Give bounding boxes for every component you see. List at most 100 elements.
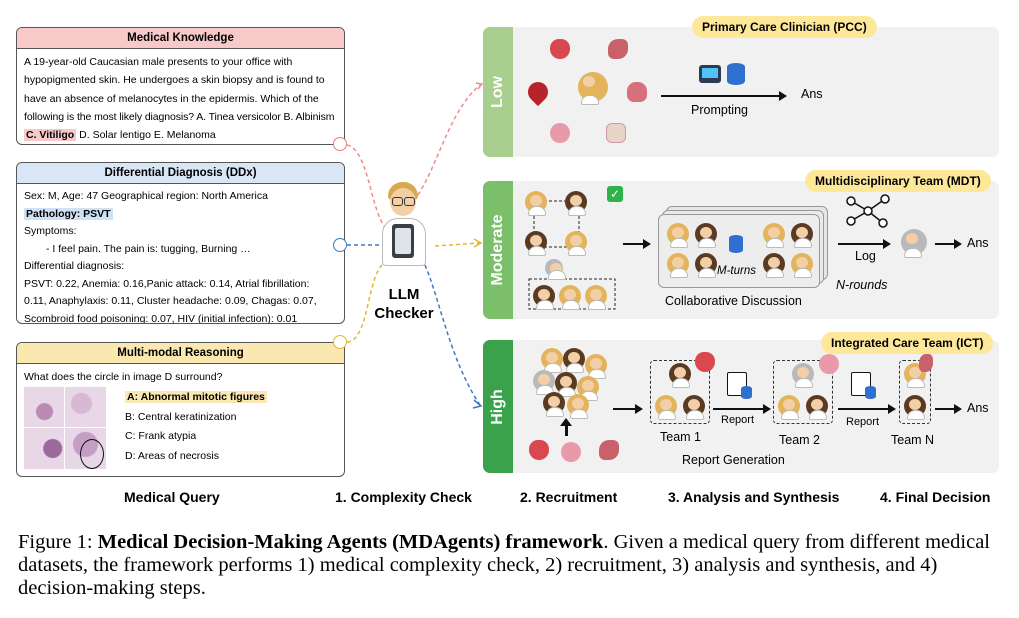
database-icon	[727, 63, 745, 85]
mm-option-answer: A: Abnormal mitotic figures	[125, 391, 267, 403]
ddx-line: Symptoms:	[24, 225, 77, 237]
doctor-icon	[667, 253, 689, 278]
mod-ans-arrow	[935, 243, 957, 245]
recruit-arrowhead	[643, 239, 651, 249]
ddx-line: Scombroid food poisoning: 0.07, HIV (ini…	[24, 312, 298, 324]
doctor-icon	[683, 395, 705, 420]
team-arrow	[613, 408, 637, 410]
ddx-line: Differential diagnosis:	[24, 260, 125, 272]
teamN-box	[899, 360, 931, 424]
histology-image	[24, 387, 106, 469]
up-arrowhead	[560, 418, 572, 426]
doctor-icon	[543, 392, 565, 417]
ddx-line: 0.11, Anaphylaxis: 0.11, Cluster headach…	[24, 295, 317, 307]
doctor-icon	[667, 223, 689, 248]
mk-line: A 19-year-old Caucasian male presents to…	[24, 56, 293, 68]
pcc-badge: Primary Care Clinician (PCC)	[692, 16, 877, 38]
report2-label: Report	[846, 416, 880, 428]
low-label-bar: Low	[483, 27, 513, 157]
caption-prefix: Figure 1:	[18, 531, 98, 553]
high-ans-arrowhead	[954, 404, 962, 414]
moderate-panel: Moderate Multidisciplinary Team (MDT) ✓ …	[483, 170, 999, 319]
step-complexity-check: 1. Complexity Check	[335, 489, 472, 505]
kidney-icon	[599, 440, 619, 460]
doctor-icon	[669, 363, 691, 388]
report2-arrow	[838, 408, 890, 410]
log-arrow	[838, 243, 886, 245]
ddx-line: Sex: M, Age: 47 Geographical region: Nor…	[24, 190, 268, 202]
mk-answer: C. Vitiligo	[24, 129, 77, 142]
mm-option: A: Abnormal mitotic figures	[125, 388, 267, 408]
caption-rest: . Given a medical query from different m…	[18, 531, 990, 599]
team1-label: Team 1	[660, 430, 701, 444]
flow-connectors	[346, 82, 484, 409]
mm-option: B: Central keratinization	[125, 410, 237, 423]
mk-line: have an absence of melanocytes in the ep…	[24, 92, 319, 105]
llm-checker-label: LLM Checker	[370, 285, 438, 323]
ddx-title: Differential Diagnosis (DDx)	[17, 163, 344, 184]
ddx-line: Pathology: PSVT	[24, 206, 337, 224]
doctor-icon	[806, 395, 828, 420]
blood-icon	[523, 77, 553, 107]
monitor-icon	[699, 65, 721, 83]
prompting-arrowhead	[779, 91, 787, 101]
doctor-icon	[565, 191, 587, 216]
doctor-icon	[778, 395, 800, 420]
log-arrowhead	[883, 239, 891, 249]
doctor-icon	[904, 395, 926, 420]
step-analysis-synthesis: 3. Analysis and Synthesis	[668, 489, 840, 505]
prompting-label: Prompting	[691, 103, 748, 117]
report1-arrow	[713, 408, 765, 410]
ddx-connector-dot	[333, 238, 347, 252]
n-rounds-text: N-rounds	[836, 278, 888, 292]
report1-label: Report	[721, 414, 755, 426]
m-turns-label: M-turns	[717, 265, 756, 277]
doctor-icon	[585, 354, 607, 379]
recruit-arrow	[623, 243, 645, 245]
team2-box	[773, 360, 833, 424]
moderate-ans: Ans	[967, 236, 989, 250]
doctor-icon	[525, 191, 547, 216]
ddx-card: Differential Diagnosis (DDx) Sex: M, Age…	[16, 162, 345, 324]
kidney-icon	[919, 354, 933, 372]
doctor-icon	[585, 285, 607, 310]
doctor-icon	[567, 394, 589, 419]
doctor-icon	[763, 223, 785, 248]
multimodal-title: Multi-modal Reasoning	[17, 343, 344, 364]
heart-icon	[529, 440, 549, 460]
log-label: Log	[855, 249, 876, 263]
recruit-graph	[528, 200, 616, 310]
database-icon	[865, 386, 876, 399]
doctor-icon	[578, 72, 608, 105]
llm-checker-icon	[378, 180, 428, 275]
high-ans: Ans	[967, 401, 989, 415]
moderate-label: Moderate	[489, 214, 506, 286]
mk-connector-dot	[333, 137, 347, 151]
doctor-icon	[533, 285, 555, 310]
doctor-icon	[695, 223, 717, 248]
team1-box	[650, 360, 710, 424]
caption-title: Medical Decision-Making Agents (MDAgents…	[97, 531, 604, 553]
network-icon	[846, 194, 890, 228]
report-generation-label: Report Generation	[682, 453, 785, 467]
multimodal-card: Multi-modal Reasoning What does the circ…	[16, 342, 345, 477]
step-recruitment: 2. Recruitment	[520, 489, 618, 505]
high-label-bar: High	[483, 340, 513, 473]
brain-icon	[550, 123, 570, 143]
mm-connector-dot	[333, 335, 347, 349]
ddx-line: PSVT: 0.22, Anemia: 0.16,Panic attack: 0…	[24, 277, 310, 290]
step-medical-query: Medical Query	[124, 489, 220, 505]
figure-caption: Figure 1: Medical Decision-Making Agents…	[18, 531, 1008, 600]
medical-knowledge-title: Medical Knowledge	[17, 28, 344, 49]
doctor-icon	[555, 372, 577, 397]
team-arrowhead	[635, 404, 643, 414]
medical-knowledge-text: A 19-year-old Caucasian male presents to…	[17, 49, 344, 144]
ict-badge: Integrated Care Team (ICT)	[821, 332, 994, 354]
mm-options: A: Abnormal mitotic figures B: Central k…	[125, 388, 267, 466]
mk-line-rest: D. Solar lentigo E. Melanoma	[76, 129, 216, 142]
mk-line: C. Vitiligo D. Solar lentigo E. Melanoma	[24, 126, 337, 144]
checkmark-icon: ✓	[607, 186, 623, 202]
mm-question: What does the circle in image D surround…	[24, 371, 223, 383]
doctor-icon	[791, 223, 813, 248]
doctor-icon	[559, 285, 581, 310]
